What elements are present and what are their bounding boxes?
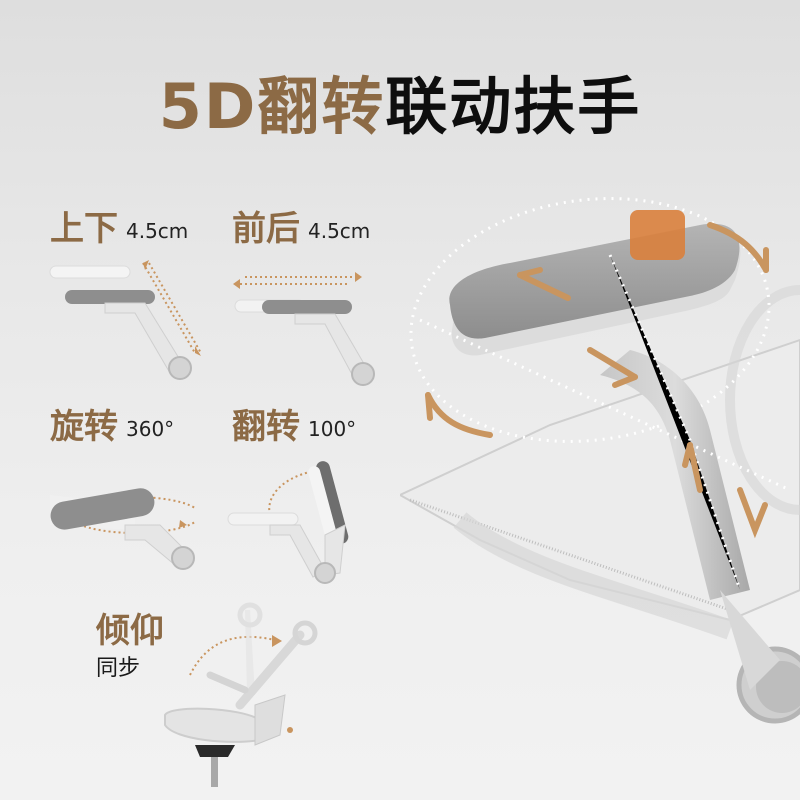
feature-sublabel-sync: 同步: [96, 656, 141, 681]
front-back-adjust-graphic: [230, 262, 380, 387]
flip-graphic: [225, 455, 365, 585]
title-accent: 5D翻转: [158, 70, 386, 143]
up-down-adjust-graphic: [45, 258, 205, 383]
feature-label-recline: 倾仰: [96, 611, 164, 651]
feature-value: 4.5cm: [308, 219, 371, 243]
page-title: 5D翻转联动扶手: [0, 76, 800, 138]
feature-value: 4.5cm: [126, 219, 189, 243]
armrest-hero-graphic: [400, 190, 800, 730]
title-dark: 联动扶手: [385, 70, 642, 143]
recline-chair-graphic: [150, 595, 330, 795]
feature-value: 360°: [126, 417, 175, 441]
rotate-graphic: [45, 470, 195, 575]
feature-value: 100°: [308, 417, 357, 441]
